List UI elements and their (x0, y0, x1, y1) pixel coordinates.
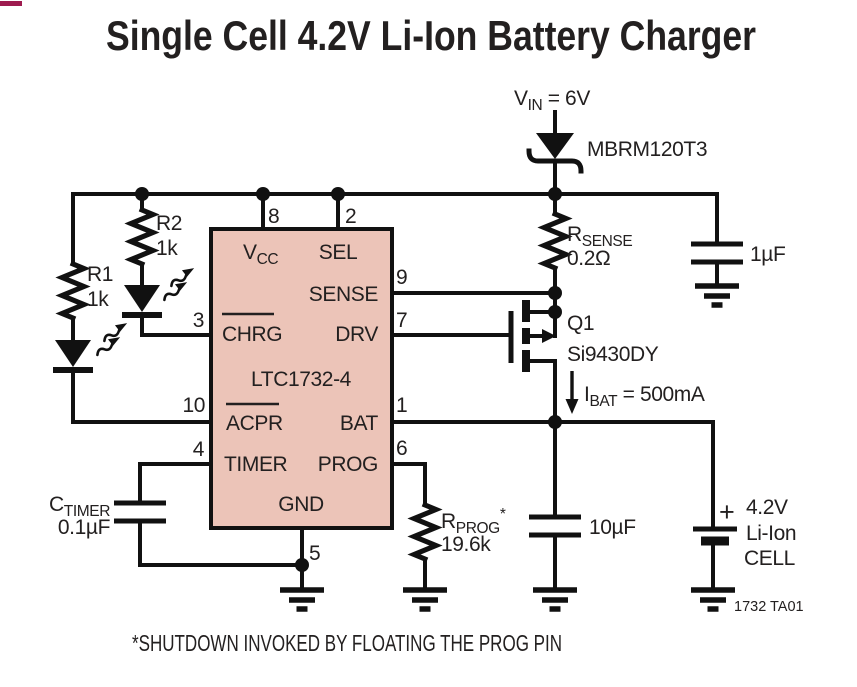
battery-kind: CELL (744, 547, 795, 570)
ground-symbol-gnd-pin (280, 587, 324, 612)
q1-body-arrow (542, 329, 556, 343)
wire-acpr (71, 371, 213, 424)
pin-number-4: 4 (193, 438, 205, 461)
rsense-label: RSENSE (567, 223, 632, 250)
ic-part-number: LTC1732-4 (251, 368, 352, 391)
ic-pin-label-bat: BAT (340, 412, 379, 435)
led2-light-arrow (163, 282, 188, 302)
q1-ref: Q1 (567, 312, 594, 335)
resistor-r1-symbol (55, 260, 91, 322)
pin-number-6: 6 (396, 437, 407, 460)
pin-number-8: 8 (268, 205, 279, 228)
ic-pin-label-drv: DRV (335, 323, 378, 346)
ic-pin-label-sel: SEL (319, 241, 358, 264)
resistor-rprog-symbol (407, 501, 443, 563)
pin-number-5: 5 (309, 542, 320, 565)
ground-symbol-rprog (403, 587, 447, 612)
ctimer-cap-symbol (114, 500, 166, 524)
r1-ref: R1 (87, 263, 113, 286)
rsense-value: 0.2Ω (567, 247, 610, 270)
rprog-label: RPROG* (441, 506, 506, 537)
resistor-r2-symbol (124, 206, 160, 268)
ground-symbol-cout (533, 587, 577, 612)
ctimer-value: 0.1µF (58, 516, 110, 539)
ic-pin-label-chrg: CHRG (222, 323, 282, 346)
ic-pin-label-sense: SENSE (309, 283, 379, 306)
r1-value: 1k (87, 288, 109, 311)
battery-voltage: 4.2V (746, 496, 788, 519)
led1-symbol (53, 323, 128, 373)
ibat-label: IBAT = 500mA (584, 383, 705, 410)
junction-dots (135, 187, 562, 572)
ic-pin-label-prog: PROG (318, 453, 378, 476)
q1-part: Si9430DY (567, 343, 659, 366)
input-cap-value: 1µF (750, 243, 785, 266)
rprog-value: 19.6k (441, 533, 491, 556)
battery-chemistry: Li-Ion (746, 522, 796, 545)
output-cap-symbol (529, 514, 581, 538)
schottky-diode-symbol (526, 133, 584, 174)
r2-value: 1k (156, 237, 178, 260)
page-title: Single Cell 4.2V Li-Ion Battery Charger (106, 12, 756, 59)
page-corner-mark (0, 1, 22, 6)
led1-light-arrow (103, 323, 128, 343)
footnote: *SHUTDOWN INVOKED BY FLOATING THE PROG P… (132, 630, 562, 656)
r2-ref: R2 (156, 212, 182, 235)
ic-pin-label-acpr: ACPR (226, 412, 283, 435)
pin-number-1: 1 (396, 394, 407, 417)
battery-plus-sign: + (719, 497, 734, 527)
wire-ctimer-return (138, 519, 304, 567)
pin-number-2: 2 (345, 205, 356, 228)
diode-part-label: MBRM120T3 (587, 138, 707, 161)
wire-timer (138, 462, 213, 505)
ic-pin-label-timer: TIMER (224, 453, 288, 476)
pin-number-7: 7 (396, 309, 407, 332)
wire-top-rail (71, 192, 719, 246)
ic-pin-label-vcc: VCC (243, 241, 278, 268)
pin-number-3: 3 (193, 309, 204, 332)
ic-pin-label-gnd: GND (278, 493, 324, 516)
schottky-cathode-bar (526, 148, 584, 174)
led2-light-arrow (170, 268, 195, 288)
ground-symbol-cin (695, 283, 739, 308)
vin-label: VIN = 6V (514, 87, 590, 114)
wire-prog (390, 462, 427, 507)
led1-light-arrow (96, 337, 121, 357)
battery-symbol (693, 526, 737, 546)
resistor-rsense-symbol (537, 210, 573, 272)
ctimer-label: CTIMER (49, 493, 110, 520)
led2-symbol (122, 268, 195, 318)
wire-bat (390, 420, 715, 531)
input-cap-symbol (691, 241, 743, 265)
ic-body (209, 227, 394, 530)
pin-number-10: 10 (182, 394, 205, 417)
q1-pmos-symbol (508, 300, 557, 372)
output-cap-value: 10µF (589, 516, 636, 539)
wire-chrg (140, 316, 213, 337)
pin-number-9: 9 (396, 266, 407, 289)
ground-symbol-battery (691, 587, 735, 612)
doc-code: 1732 TA01 (734, 599, 804, 615)
ibat-arrow (565, 371, 579, 414)
